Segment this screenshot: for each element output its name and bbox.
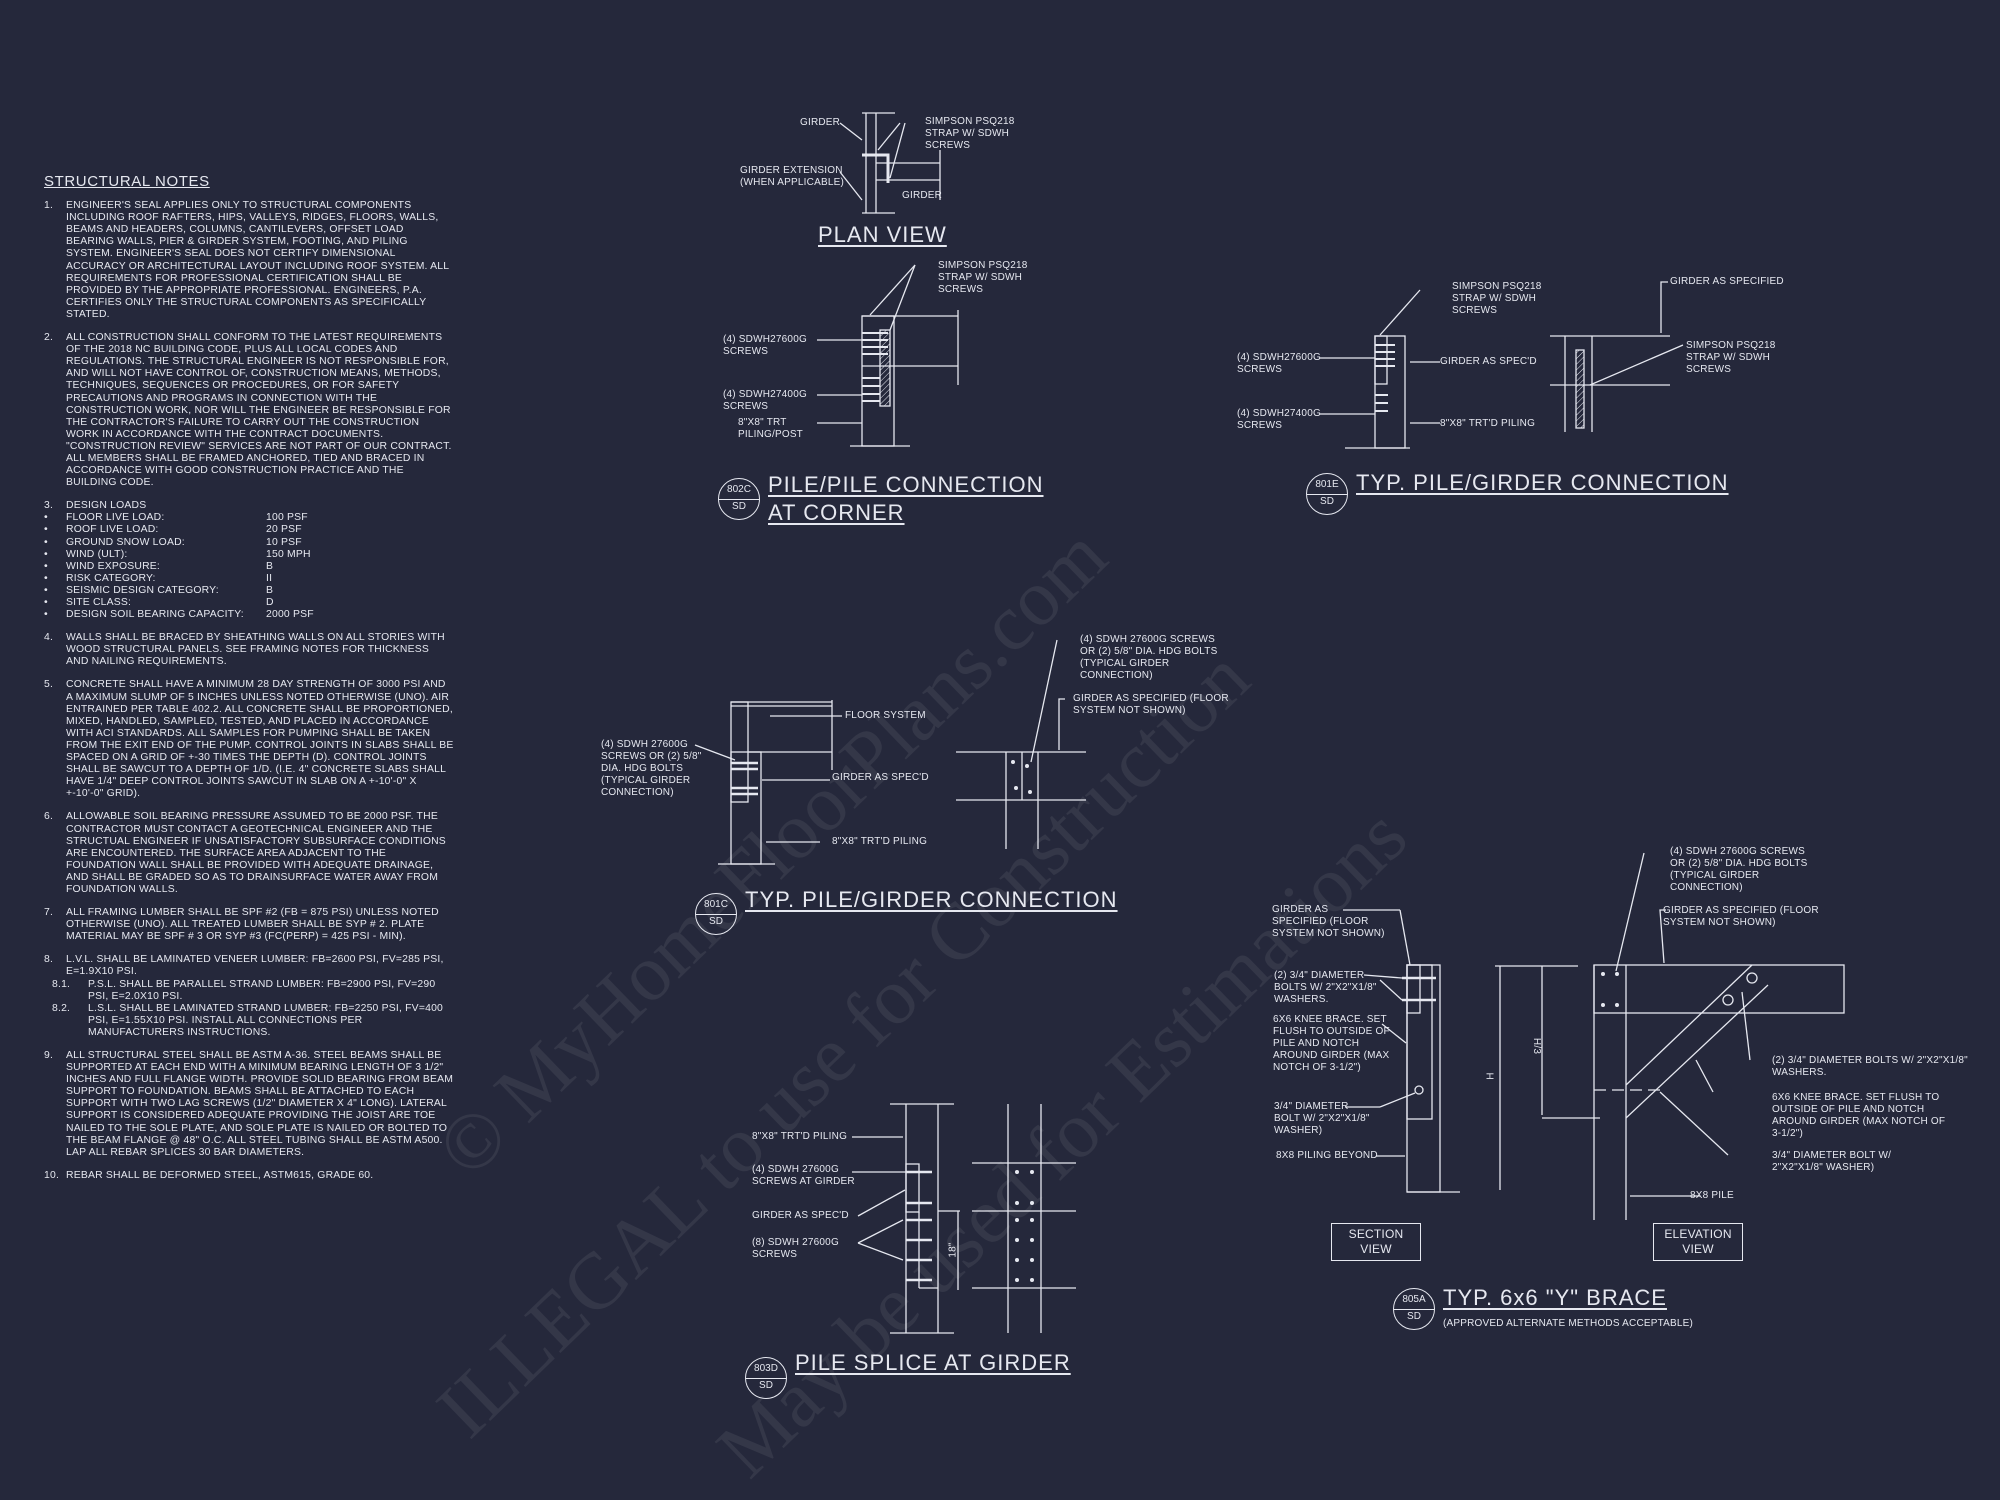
d801e-screws1-label: (4) SDWH27600G SCREWS <box>1237 352 1321 375</box>
section-view-box: SECTION VIEW <box>1331 1223 1421 1261</box>
d805a-bolts-left-label: (2) 3/4" DIAMETER BOLTS W/ 2"x2"x1/8" WA… <box>1274 970 1377 1005</box>
d801c-piling-label: 8"x8" TRT'D PILING <box>832 836 928 847</box>
d803d-piling-label: 8"x8" TRT'D PILING <box>752 1131 848 1142</box>
d805a-girder-left-label: GIRDER AS SPECIFIED (FLOOR SYSTEM NOT SH… <box>1272 904 1385 939</box>
note-8-1: 8.1.P.S.L. SHALL BE PARALLEL STRAND LUMB… <box>52 978 436 1002</box>
note-8-2: 8.2.L.S.L. SHALL BE LAMINATED STRAND LUM… <box>52 1002 444 1038</box>
d805a-knee-left-label: 6x6 KNEE BRACE. SET FLUSH TO OUTSIDE OF … <box>1273 1014 1390 1073</box>
d801c-screws-label: (4) SDWH 27600G SCREWS OR (2) 5/8" DIA. … <box>601 739 702 798</box>
design-load-row: •RISK CATEGORY:II <box>44 572 273 584</box>
detail-801c-drawing <box>694 639 1086 865</box>
design-load-row: •WIND EXPOSURE:B <box>44 560 274 572</box>
d801e-strap-label: SIMPSON PSQ218 STRAP W/ SDWH SCREWS <box>1452 281 1542 316</box>
note-6: 6.ALLOWABLE SOIL BEARING PRESSURE ASSUME… <box>44 811 446 895</box>
note-1: 1.ENGINEER'S SEAL APPLIES ONLY TO STRUCT… <box>44 200 449 320</box>
d802c-strap-label: SIMPSON PSQ218 STRAP W/ SDWH SCREWS <box>938 260 1028 295</box>
plan-view-title: PLAN VIEW <box>818 222 947 247</box>
detail-805a-section-drawing <box>1343 909 1600 1193</box>
note-2: 2.ALL CONSTRUCTION SHALL CONFORM TO THE … <box>44 332 452 489</box>
d805a-bolt-left-label: 3/4" DIAMETER BOLT W/ 2"x2"x1/8" WASHER) <box>1274 1101 1370 1136</box>
design-load-row: •SEISMIC DESIGN CATEGORY:B <box>44 584 274 596</box>
d805a-knee-right-label: 6x6 KNEE BRACE. SET FLUSH TO OUTSIDE OF … <box>1772 1092 1946 1139</box>
detail-805a-elevation-drawing <box>1593 852 1845 1220</box>
detail-803d-drawing <box>852 1103 1076 1334</box>
note-10: 10.REBAR SHALL BE DEFORMED STEEL, ASTM61… <box>44 1169 374 1181</box>
d801c-girder-label: GIRDER AS SPEC'D <box>832 772 929 783</box>
notes-title: STRUCTURAL NOTES <box>44 173 210 190</box>
d803d-screws2-label: (8) SDWH 27600G SCREWS <box>752 1237 839 1260</box>
d802c-screws2-label: (4) SDWH27400G SCREWS <box>723 389 807 412</box>
detail-801e-drawing <box>1320 281 1684 449</box>
structural-notes: STRUCTURAL NOTES 1.ENGINEER'S SEAL APPLI… <box>44 173 454 1193</box>
design-load-row: •FLOOR LIVE LOAD:100 PSF <box>44 512 308 524</box>
plan-view-drawing <box>839 112 941 214</box>
detail-802c-drawing <box>817 264 959 447</box>
d802c-title-1: PILE/PILE CONNECTION <box>768 472 1044 497</box>
design-loads-list: •FLOOR LIVE LOAD:100 PSF •ROOF LIVE LOAD… <box>44 512 454 621</box>
design-load-row: •GROUND SNOW LOAD:10 PSF <box>44 536 302 548</box>
design-load-row: •WIND (ULT):150 MPH <box>44 548 311 560</box>
d801e-screws2-label: (4) SDWH27400G SCREWS <box>1237 408 1321 431</box>
d805a-title: TYP. 6x6 "Y" BRACE <box>1443 1285 1667 1310</box>
d803d-dimension-label: 18" <box>947 1242 959 1258</box>
plan-extension-label: GIRDER EXTENSION (WHEN APPLICABLE) <box>740 165 844 188</box>
d805a-bolts-right-label: (2) 3/4" DIAMETER BOLTS W/ 2"x2"x1/8" WA… <box>1772 1055 1968 1078</box>
plan-strap-label: SIMPSON PSQ218 STRAP W/ SDWH SCREWS <box>925 116 1015 151</box>
note-9: 9.ALL STRUCTURAL STEEL SHALL BE ASTM A-3… <box>44 1050 454 1158</box>
note-3: 3.DESIGN LOADS •FLOOR LIVE LOAD:100 PSF … <box>44 500 454 621</box>
plan-girder-label: GIRDER <box>800 117 841 128</box>
d805a-dim-h3: H/3 <box>1531 1037 1543 1055</box>
d801e-title: TYP. PILE/GIRDER CONNECTION <box>1356 470 1729 495</box>
d801c-title: TYP. PILE/GIRDER CONNECTION <box>745 887 1118 912</box>
d805a-piling-left-label: 8x8 PILING BEYOND <box>1276 1150 1378 1161</box>
d805a-dim-h: H <box>1485 1072 1497 1080</box>
d805a-girder-right-label: GIRDER AS SPECIFIED (FLOOR SYSTEM NOT SH… <box>1663 905 1819 928</box>
plan-girder-label-2: GIRDER <box>902 190 943 201</box>
d802c-title-2: AT CORNER <box>768 500 905 525</box>
d803d-screws1-label: (4) SDWH 27600G SCREWS AT GIRDER <box>752 1164 855 1187</box>
d805a-pile-right-label: 8x8 PILE <box>1690 1190 1734 1201</box>
d801e-girder-spec-label: GIRDER AS SPECIFIED <box>1670 276 1784 287</box>
elevation-view-box: ELEVATION VIEW <box>1653 1223 1743 1261</box>
d801e-girder-label: GIRDER AS SPEC'D <box>1440 356 1537 367</box>
d805a-bolt-right-label: 3/4" DIAMETER BOLT W/ 2"x2"x1/8" WASHER) <box>1772 1150 1892 1173</box>
d802c-piling-label: 8"x8" TRT PILING/POST <box>738 417 803 440</box>
d803d-girder-label: GIRDER AS SPEC'D <box>752 1210 849 1221</box>
d801c-screws-right-label: (4) SDWH 27600G SCREWS OR (2) 5/8" DIA. … <box>1080 634 1218 681</box>
d801c-girder-right-label: GIRDER AS SPECIFIED (FLOOR SYSTEM NOT SH… <box>1073 693 1229 716</box>
d801e-piling-label: 8"x8" TRT'D PILING <box>1440 418 1536 429</box>
note-4: 4.WALLS SHALL BE BRACED BY SHEATHING WAL… <box>44 632 445 668</box>
d805a-subtitle: (APPROVED ALTERNATE METHODS ACCEPTABLE) <box>1443 1318 1694 1329</box>
note-7: 7.ALL FRAMING LUMBER SHALL BE SPF #2 (Fb… <box>44 907 439 943</box>
d801e-strap2-label: SIMPSON PSQ218 STRAP W/ SDWH SCREWS <box>1686 340 1776 375</box>
d801c-floor-label: FLOOR SYSTEM <box>845 710 926 721</box>
note-8: 8.L.V.L. SHALL BE LAMINATED VENEER LUMBE… <box>44 954 454 1039</box>
design-load-row: •ROOF LIVE LOAD:20 PSF <box>44 524 302 536</box>
d803d-title: PILE SPLICE AT GIRDER <box>795 1350 1071 1375</box>
note-5: 5.CONCRETE SHALL HAVE A MINIMUM 28 DAY S… <box>44 679 454 800</box>
d805a-screws-right-label: (4) SDWH 27600G SCREWS OR (2) 5/8" DIA. … <box>1670 846 1808 893</box>
design-load-row: •DESIGN SOIL BEARING CAPACITY:2000 PSF <box>44 609 314 621</box>
design-load-row: •SITE CLASS:D <box>44 597 274 608</box>
d802c-screws1-label: (4) SDWH27600G SCREWS <box>723 334 807 357</box>
